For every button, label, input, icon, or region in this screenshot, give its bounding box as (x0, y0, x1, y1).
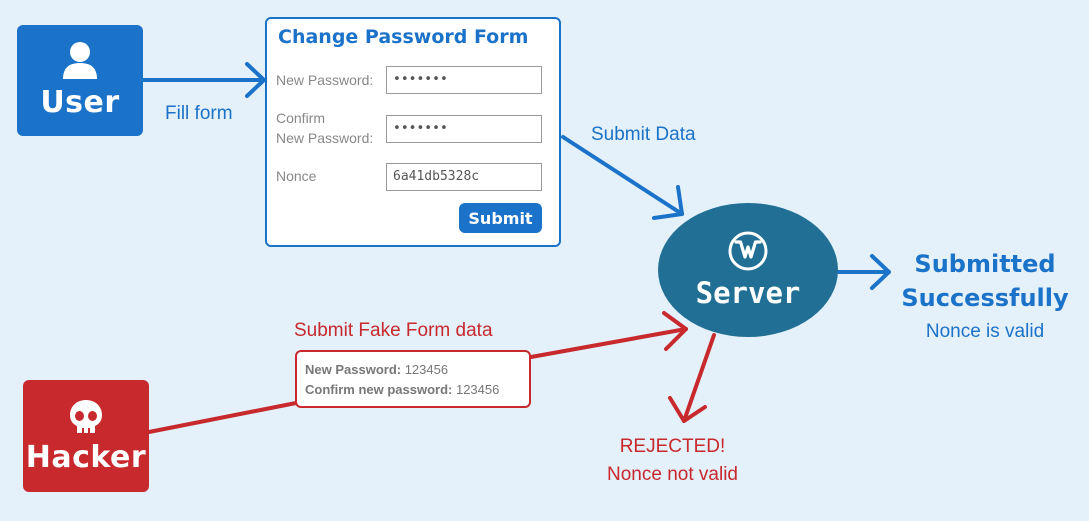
user-icon (63, 42, 97, 79)
fake-form-data-box: New Password: 123456 Confirm new passwor… (295, 350, 531, 408)
success-line2: Successfully (901, 284, 1069, 312)
hacker-label: Hacker (25, 439, 147, 475)
rejected-line2: Nonce not valid (607, 464, 738, 485)
new-password-field[interactable]: ••••••• (386, 66, 542, 94)
confirm-password-field[interactable]: ••••••• (386, 115, 542, 143)
arrow-hacker-to-fakebox (147, 401, 298, 434)
submit-fake-label: Submit Fake Form data (294, 320, 493, 341)
arrowhead-user-to-form (245, 62, 266, 98)
arrowhead-fakebox-to-server (662, 311, 688, 351)
wordpress-logo-icon (728, 231, 768, 271)
arrow-fakebox-to-server (529, 327, 688, 359)
form-title: Change Password Form (278, 26, 529, 48)
arrowhead-server-to-rejected (668, 396, 707, 423)
fill-form-label: Fill form (165, 103, 233, 124)
server-node: Server (658, 203, 838, 337)
server-label: Server (695, 276, 801, 310)
fake-new-password-row: New Password: 123456 (305, 360, 521, 380)
arrowhead-form-to-server (652, 185, 684, 220)
submit-button[interactable]: Submit (459, 203, 542, 233)
fake-confirm-row: Confirm new password: 123456 (305, 380, 521, 400)
fake-confirm-value: 123456 (452, 382, 500, 397)
fake-new-password-value: 123456 (401, 362, 449, 377)
success-line1: Submitted (914, 250, 1056, 278)
success-result: Submitted Successfully Nonce is valid (880, 247, 1089, 343)
confirm-label-line1: Confirm (276, 110, 326, 126)
fake-new-password-label: New Password: (305, 362, 402, 377)
rejected-line1: REJECTED! (619, 436, 726, 457)
nonce-field[interactable]: 6a41db5328c (386, 163, 542, 191)
submit-data-label: Submit Data (591, 124, 696, 145)
user-label: User (40, 85, 120, 120)
arrow-server-to-rejected (682, 333, 716, 423)
fake-confirm-label: Confirm new password: (305, 382, 453, 397)
hacker-actor: Hacker (23, 380, 149, 492)
rejected-result: REJECTED! Nonce not valid (595, 433, 750, 489)
success-note: Nonce is valid (925, 321, 1045, 342)
new-password-label: New Password: (276, 72, 374, 88)
confirm-label-line2: New Password: (276, 130, 374, 146)
nonce-label: Nonce (276, 168, 317, 184)
user-actor: User (17, 25, 143, 136)
skull-icon (70, 399, 102, 433)
arrowhead-server-to-success (870, 254, 891, 290)
change-password-form: Change Password Form New Password: •••••… (265, 17, 561, 247)
arrow-form-to-server (561, 135, 684, 216)
